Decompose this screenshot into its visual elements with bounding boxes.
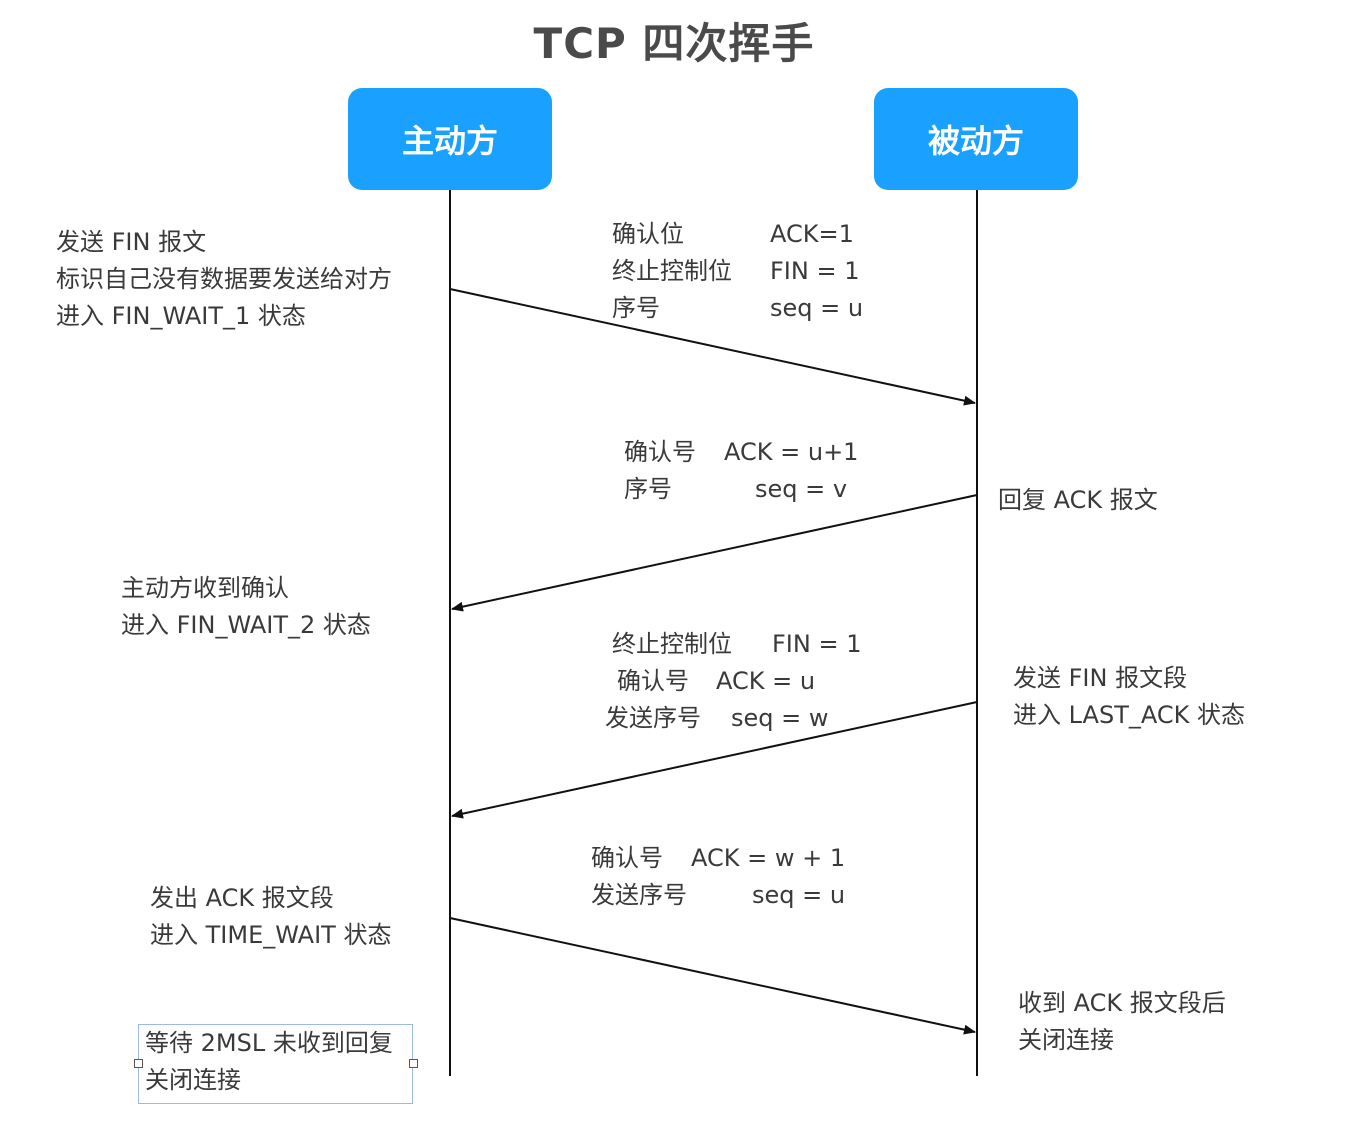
field-row: 确认位 ACK=1 [612,216,863,253]
field-row: 确认号 ACK = u+1 [624,434,858,471]
note-line: 发送 FIN 报文段 [1013,664,1188,692]
note-line: 收到 ACK 报文段后 [1018,989,1226,1017]
field-row: 序号 seq = u [612,290,863,327]
arrow-ack-2 [449,917,976,1035]
field-value: seq = u [770,294,864,322]
field-label: 确认号 [624,438,696,466]
field-value: ACK = w + 1 [691,844,846,872]
field-value: seq = w [731,704,829,732]
field-label: 确认位 [612,220,684,248]
note-line: 发送 FIN 报文 [56,228,207,256]
note-send-ack: 发出 ACK 报文段 进入 TIME_WAIT 状态 [150,880,391,954]
field-label: 确认号 [591,844,663,872]
message-fin-1-fields: 确认位 ACK=1 终止控制位 FIN = 1 序号 seq = u [612,216,863,327]
field-label: 序号 [624,475,672,503]
note-reply-ack: 回复 ACK 报文 [998,482,1158,519]
field-label: 发送序号 [605,704,701,732]
arrow-fin-1 [449,288,976,406]
note-line: 进入 TIME_WAIT 状态 [150,921,392,949]
field-row: 发送序号 seq = w [605,700,861,737]
message-ack-1-fields: 确认号 ACK = u+1 序号 seq = v [624,434,858,508]
field-value: ACK=1 [770,220,854,248]
message-ack-2-fields: 确认号 ACK = w + 1 发送序号 seq = u [591,840,845,914]
note-line: 发出 ACK 报文段 [150,884,334,912]
resize-handle-left[interactable] [134,1059,143,1068]
field-label: 确认号 [617,667,689,695]
field-value: FIN = 1 [772,630,862,658]
field-label: 终止控制位 [612,257,732,285]
field-row: 确认号 ACK = u [605,663,861,700]
note-line: 进入 FIN_WAIT_2 状态 [121,611,371,639]
field-value: seq = v [755,475,848,503]
field-value: seq = u [752,881,846,909]
field-row: 序号 seq = v [624,471,858,508]
note-line: 回复 ACK 报文 [998,486,1158,514]
actor-passive-party: 被动方 [874,88,1078,190]
diagram-title: TCP 四次挥手 [533,19,815,68]
field-row: 确认号 ACK = w + 1 [591,840,845,877]
note-wait-2msl-selected[interactable]: 等待 2MSL 未收到回复 关闭连接 [138,1024,413,1104]
field-row: 终止控制位 FIN = 1 [612,253,863,290]
resize-handle-right[interactable] [409,1059,418,1068]
field-label: 终止控制位 [612,630,732,658]
note-line: 主动方收到确认 [121,574,289,602]
note-line: 进入 FIN_WAIT_1 状态 [56,302,306,330]
note-line: 进入 LAST_ACK 状态 [1013,701,1245,729]
field-label: 发送序号 [591,881,687,909]
note-send-fin-segment: 发送 FIN 报文段 进入 LAST_ACK 状态 [1013,660,1245,734]
message-fin-2-fields: 终止控制位 FIN = 1 确认号 ACK = u 发送序号 seq = w [605,626,861,737]
field-value: FIN = 1 [770,257,860,285]
arrow-ack-1 [451,494,978,612]
note-line: 等待 2MSL 未收到回复 [145,1029,393,1057]
field-value: ACK = u+1 [724,438,859,466]
note-line: 关闭连接 [145,1066,241,1094]
field-row: 终止控制位 FIN = 1 [605,626,861,663]
field-row: 发送序号 seq = u [591,877,845,914]
field-value: ACK = u [716,667,816,695]
note-receive-ack: 主动方收到确认 进入 FIN_WAIT_2 状态 [121,570,371,644]
note-close-connection: 收到 ACK 报文段后 关闭连接 [1018,985,1226,1059]
arrow-fin-2 [451,701,978,819]
note-line: 标识自己没有数据要发送给对方 [56,265,392,293]
actor-active-party: 主动方 [348,88,552,190]
field-label: 序号 [612,294,660,322]
note-line: 关闭连接 [1018,1026,1114,1054]
note-send-fin: 发送 FIN 报文 标识自己没有数据要发送给对方 进入 FIN_WAIT_1 状… [56,224,392,335]
